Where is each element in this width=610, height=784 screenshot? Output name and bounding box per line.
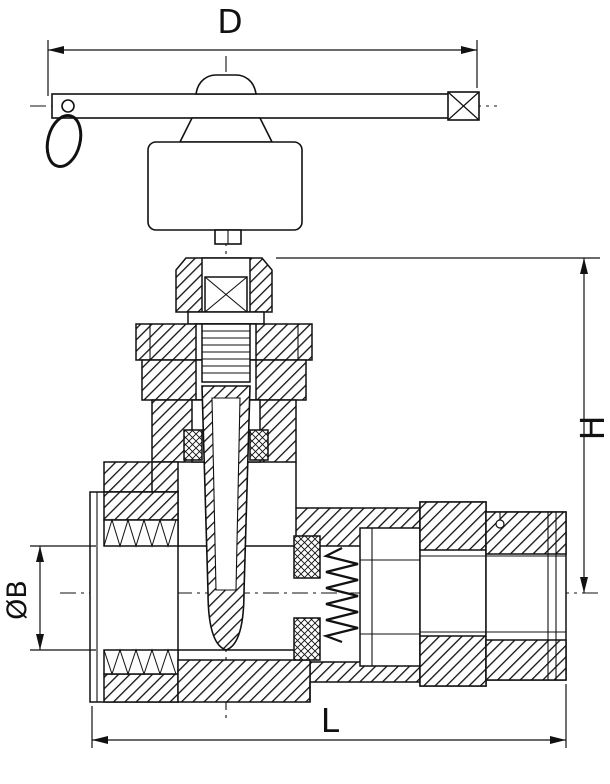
stem-square-diagonal-2 [204,276,248,313]
seat-seal-bottom [293,617,321,661]
handle-hole [61,99,75,113]
outlet-assembly [293,501,567,687]
dimension-label-l: L [321,701,340,740]
tail-wall-bottom [485,639,567,681]
port-wall-bottom [103,673,179,703]
union-nut-wall-bottom [419,635,487,687]
port-wall-top [103,491,179,521]
check-spring [322,547,359,644]
dim-h-arrow-bottom [580,577,588,593]
stem-thread-body [201,323,251,383]
union-nut-wall-top [419,501,487,551]
handle-assembly [45,74,480,245]
dim-d-arrow-left [48,46,64,54]
dim-b-arrow-top [36,546,44,562]
handle-boss-flare [178,117,274,143]
valve-plug [201,385,251,651]
body-shoulder-left [103,461,179,493]
dimension-d: D [47,2,478,96]
dim-h-arrow-top [580,258,588,274]
dimension-l: L [91,684,567,748]
valve-body [89,461,421,703]
seal-ring [45,113,83,169]
stem-neck [187,311,265,325]
dimension-label-h: H [573,416,610,441]
dimension-label-d: D [217,2,242,41]
gland-seal-right [249,429,269,461]
dimension-label-b: ØB [2,580,33,620]
dim-l-arrow-right [550,736,566,744]
body-floor [177,659,311,703]
check-poppet [359,527,421,667]
dimension-b: ØB [2,545,96,651]
seat-seal-top [293,535,321,579]
handle-boss-top [195,74,257,95]
end-box-diagonal-2 [447,91,480,121]
dim-l-arrow-left [92,736,108,744]
gland-seal-left [183,429,203,461]
plug-core [211,397,241,591]
dim-d-arrow-right [461,46,477,54]
lockshield-cap [147,141,303,231]
tail-pin-hole [495,519,505,529]
port-thread-zigzag-bottom [103,648,177,676]
dimension-h: H [276,257,610,593]
handle-bar [51,93,479,119]
tail-wall-top [485,511,567,555]
dim-b-arrow-bottom [36,634,44,650]
threaded-stem [201,323,251,383]
port-thread-zigzag-top [103,518,177,548]
